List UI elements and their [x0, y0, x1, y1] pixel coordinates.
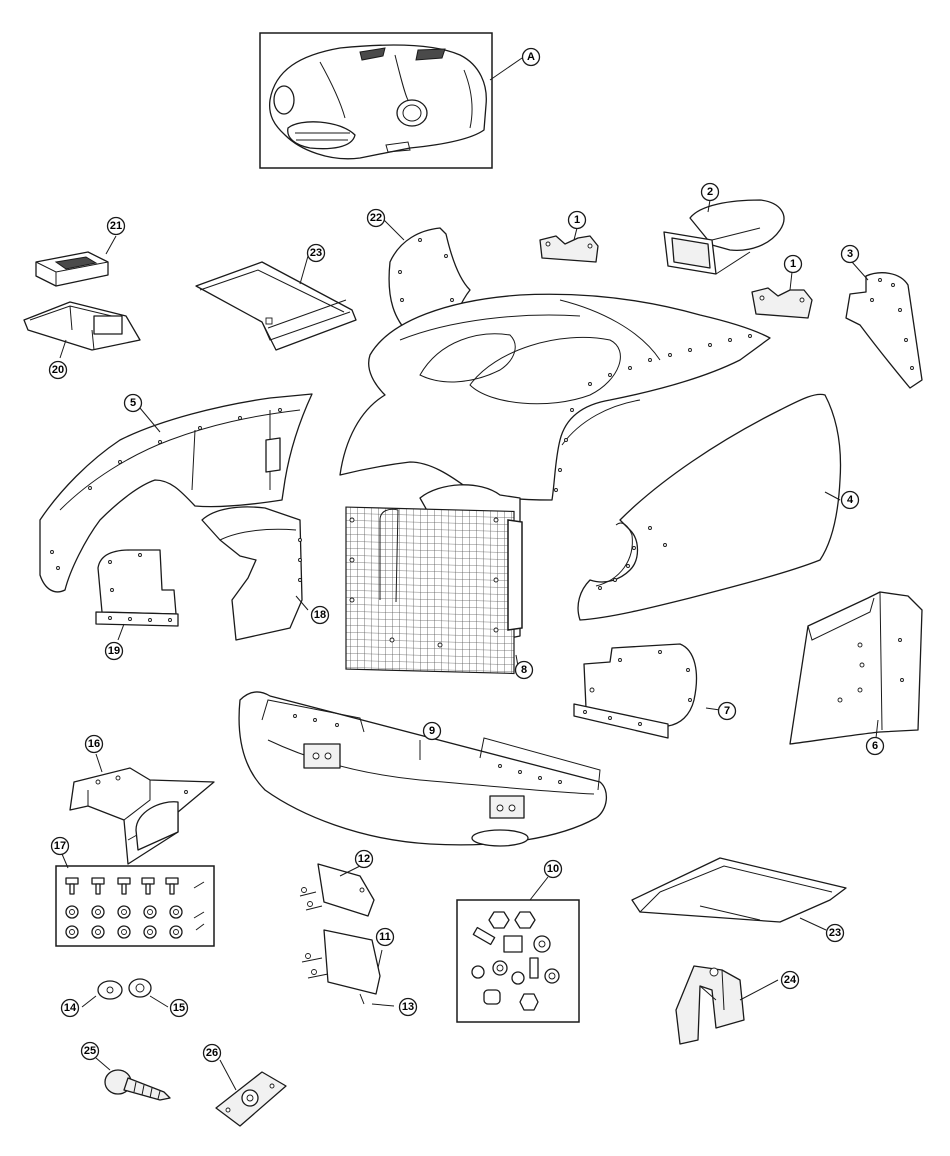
callout-label-12: 12: [358, 853, 370, 865]
part-1-bracket-upper: [539, 235, 599, 263]
callout-17: 17: [50, 836, 70, 856]
callout-11: 11: [375, 927, 395, 947]
callout-20: 20: [48, 360, 68, 380]
callout-label-1b: 1: [790, 258, 796, 270]
callout-label-14: 14: [64, 1002, 77, 1014]
leader-lines: [59, 57, 879, 1091]
callout-label-3: 3: [847, 248, 853, 260]
part-24-bracket: [675, 965, 745, 1045]
callout-label-25: 25: [84, 1045, 96, 1057]
callout-22: 22: [366, 208, 386, 228]
callout-15: 15: [169, 998, 189, 1018]
callout-label-23b: 23: [829, 927, 841, 939]
callout-label-24: 24: [784, 974, 797, 986]
callout-label-1a: 1: [574, 214, 580, 226]
car-front-inset: [259, 32, 493, 169]
callout-label-A: A: [527, 51, 535, 63]
callout-9: 9: [422, 721, 442, 741]
part-23-upper-panel: [195, 261, 357, 351]
callout-label-6: 6: [872, 740, 878, 752]
callout-24: 24: [780, 970, 800, 990]
part-14-spacer: [97, 980, 123, 1000]
callout-25: 25: [80, 1041, 100, 1061]
part-23-lower-panel: [631, 857, 847, 923]
callout-19: 19: [104, 641, 124, 661]
callout-label-7: 7: [724, 705, 730, 717]
part-12-plate: [299, 863, 375, 917]
callout-label-17: 17: [54, 840, 66, 852]
callout-12: 12: [354, 849, 374, 869]
part-17-fixings-box: [55, 865, 215, 947]
part-9-front-apron: [238, 691, 607, 847]
callout-26: 26: [202, 1043, 222, 1063]
callout-6: 6: [865, 736, 885, 756]
callout-10: 10: [543, 859, 563, 879]
part-4-right-wing: [577, 393, 842, 621]
callout-label-2: 2: [707, 186, 713, 198]
callout-21: 21: [106, 216, 126, 236]
right-headlamp: [396, 99, 428, 127]
callout-1b: 1: [783, 254, 803, 274]
callout-label-13: 13: [402, 1001, 414, 1013]
callout-2: 2: [700, 182, 720, 202]
part-8-grille-mesh: [345, 484, 523, 675]
callout-label-20: 20: [52, 364, 64, 376]
callout-23b: 23: [825, 923, 845, 943]
part-20-tray: [23, 301, 141, 351]
left-headlamp: [273, 85, 295, 115]
part-10-fixings-box: [456, 899, 580, 1023]
callout-label-23a: 23: [310, 247, 322, 259]
callout-7: 7: [717, 701, 737, 721]
callout-label-9: 9: [429, 725, 435, 737]
callout-label-11: 11: [379, 931, 391, 943]
callout-label-18: 18: [314, 609, 326, 621]
bonnet-centre-section: [339, 293, 771, 501]
part-25-screw: [104, 1069, 171, 1101]
callout-label-8: 8: [521, 664, 527, 676]
part-6-inner-valance: [789, 591, 923, 745]
callout-18: 18: [310, 605, 330, 625]
part-26-nut-plate: [215, 1071, 287, 1127]
callout-13: 13: [398, 997, 418, 1017]
callout-4: 4: [840, 490, 860, 510]
callout-1a: 1: [567, 210, 587, 230]
callout-label-15: 15: [173, 1002, 185, 1014]
grille-opening: [287, 121, 356, 150]
callout-16: 16: [84, 734, 104, 754]
part-11-plate: [301, 929, 381, 1005]
part-15-washer: [128, 978, 152, 998]
part-7-side-plate: [573, 643, 698, 739]
callout-5: 5: [123, 393, 143, 413]
callout-A: A: [521, 47, 541, 67]
part-21-air-box: [35, 251, 109, 287]
part-18-inner-panel: [201, 506, 303, 641]
part-5-left-wing: [39, 393, 313, 593]
callout-8: 8: [514, 660, 534, 680]
part-1-bracket-lower: [751, 287, 813, 319]
callout-14: 14: [60, 998, 80, 1018]
callout-label-16: 16: [88, 738, 100, 750]
callout-label-4: 4: [847, 494, 854, 506]
callout-label-5: 5: [130, 397, 136, 409]
part-2-air-intake: [663, 199, 785, 275]
callout-23a: 23: [306, 243, 326, 263]
right-bonnet-vent: [415, 48, 446, 61]
callout-label-19: 19: [108, 645, 120, 657]
part-3-valance: [845, 272, 923, 389]
callout-label-21: 21: [110, 220, 122, 232]
part-19-plate: [95, 549, 179, 627]
callout-label-10: 10: [547, 863, 559, 875]
left-bonnet-vent: [359, 47, 386, 61]
callout-label-26: 26: [206, 1047, 218, 1059]
callout-3: 3: [840, 244, 860, 264]
callout-label-22: 22: [370, 212, 382, 224]
part-16-support-bracket: [69, 767, 215, 865]
